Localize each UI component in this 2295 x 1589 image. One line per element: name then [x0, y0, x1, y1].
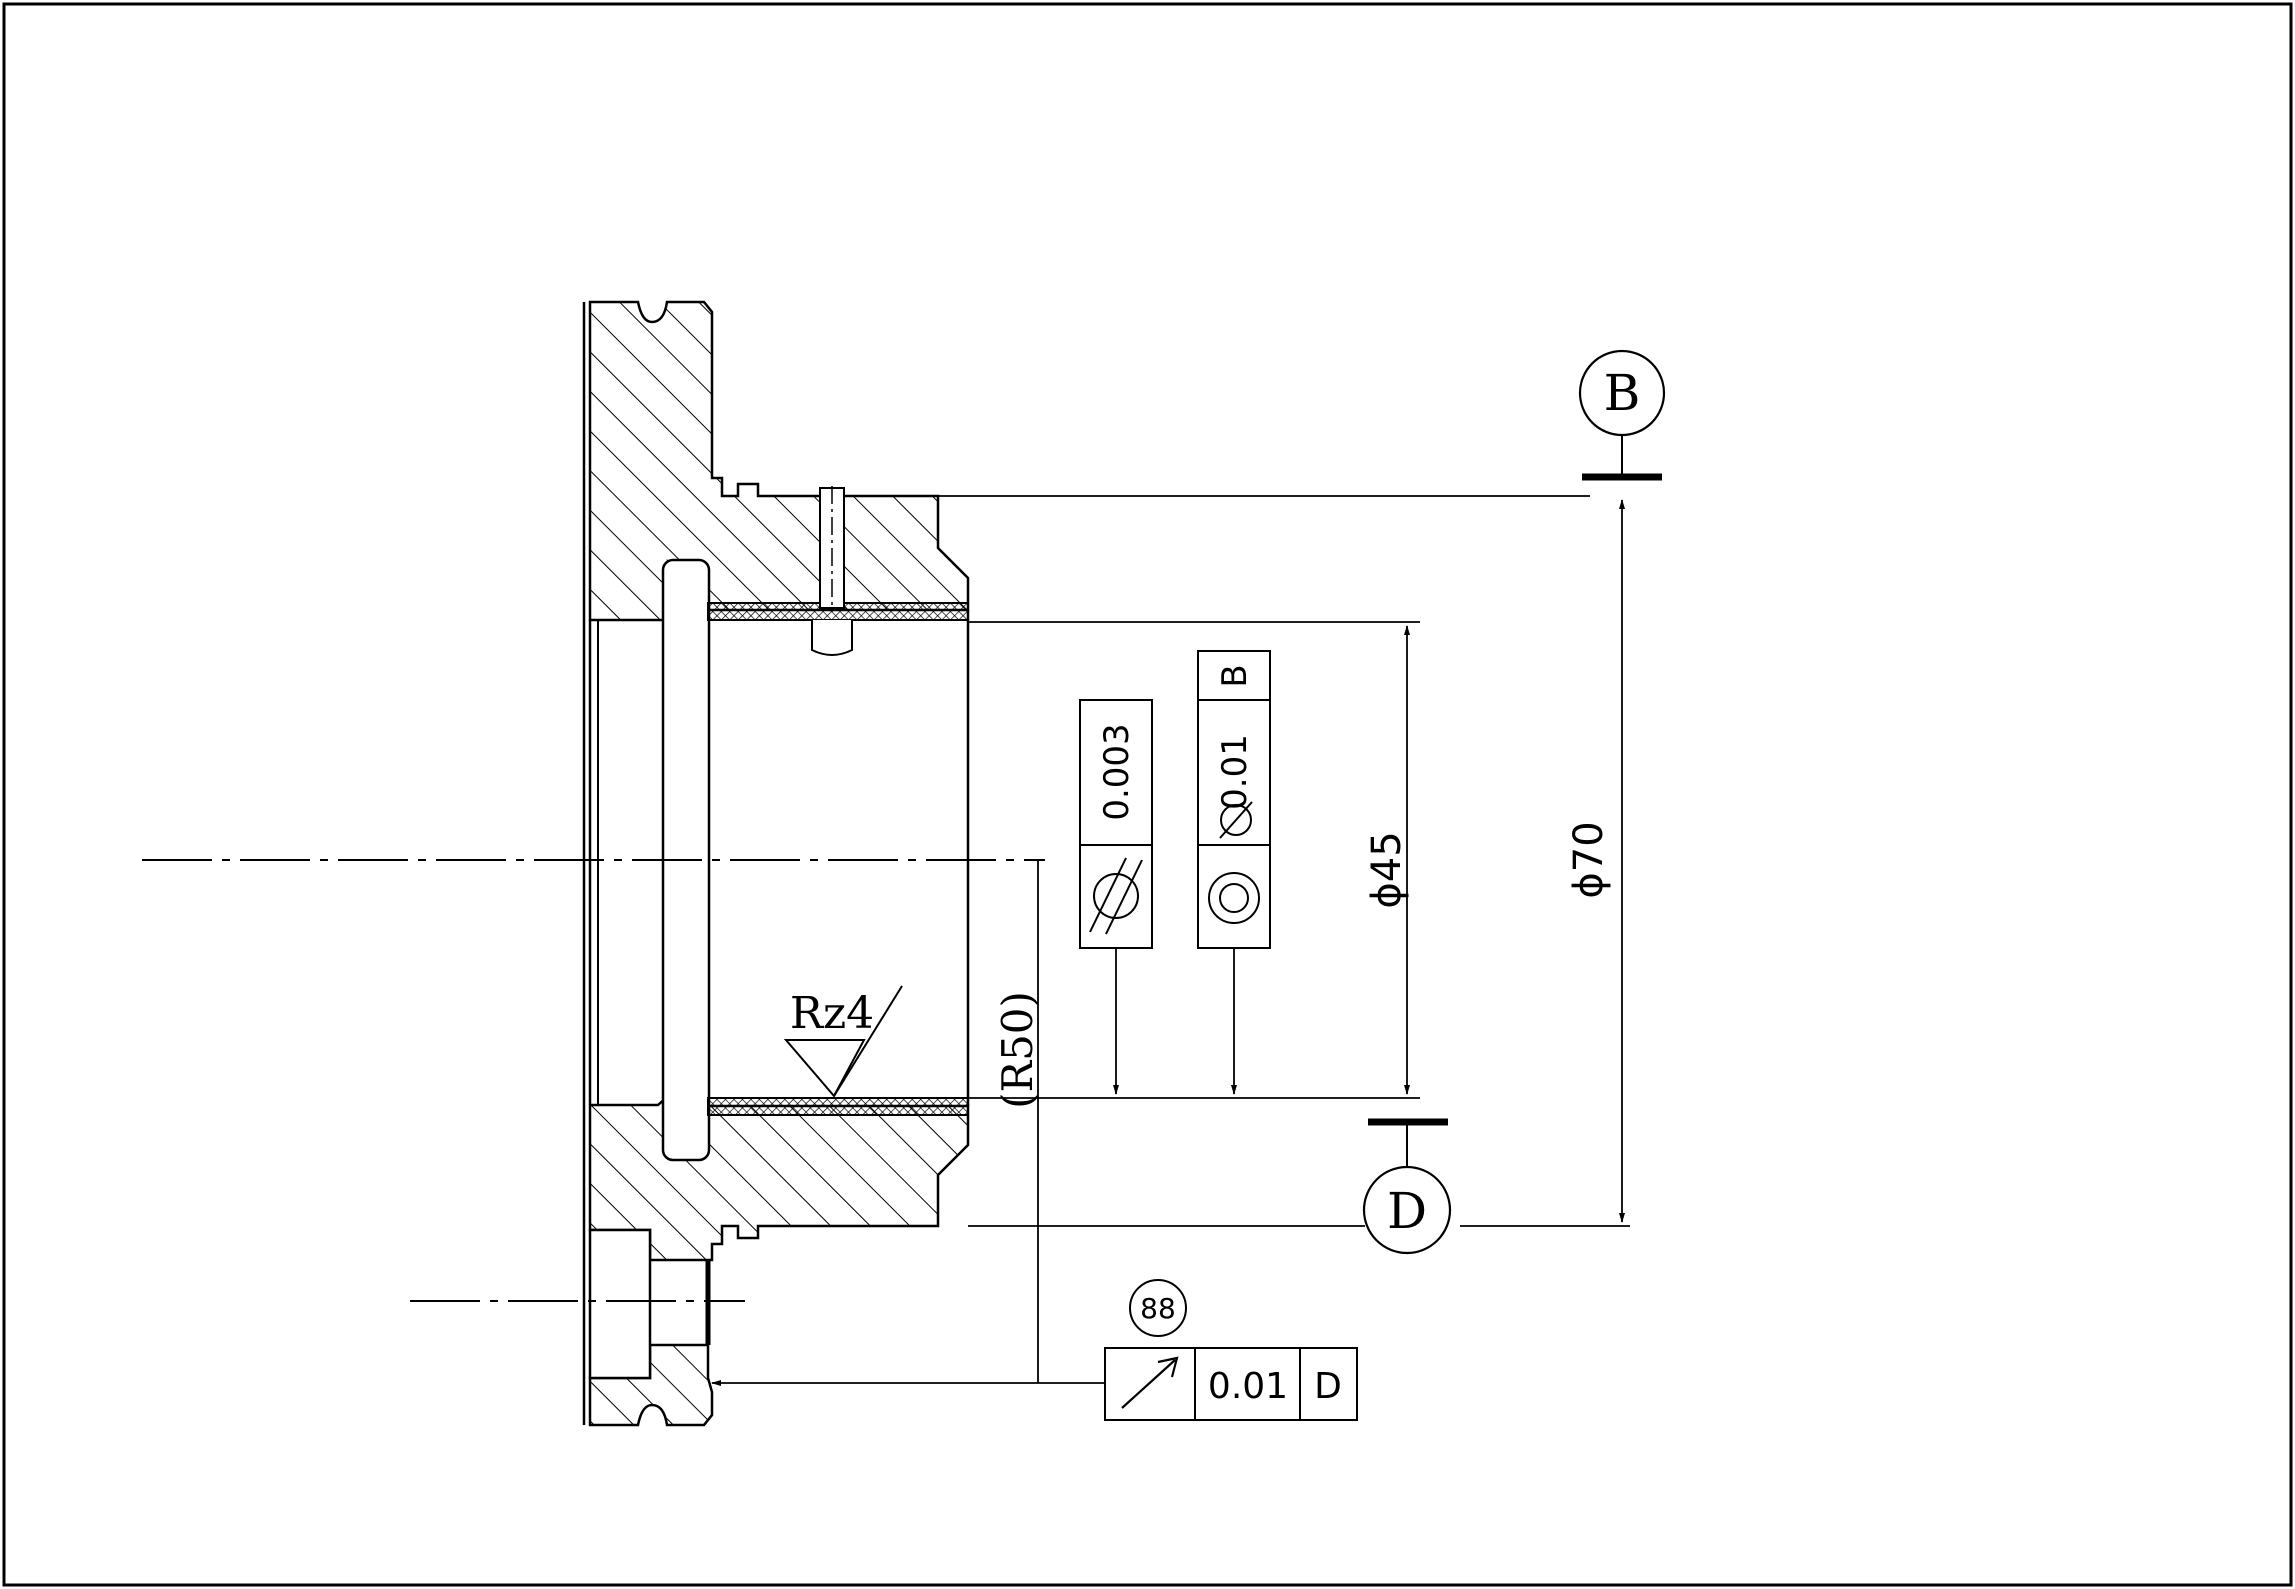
datum-b: B	[1578, 349, 1666, 481]
bushing-bottom	[707, 1097, 969, 1116]
radius-reference-label: (R50)	[993, 991, 1042, 1109]
fcf-concentricity-datum: B	[1215, 664, 1255, 687]
fcf-cylindricity-tolerance: 0.003	[1097, 723, 1137, 820]
datum-d-circle	[1362, 1165, 1452, 1255]
inspection-balloon-label: 88	[1140, 1292, 1176, 1325]
fcf-runout-tolerance: 0.01	[1208, 1366, 1288, 1407]
datum-d: D	[1362, 1118, 1452, 1255]
datum-b-label: B	[1604, 364, 1641, 422]
circular-runout-icon	[1121, 1356, 1179, 1409]
surface-finish-label: Rz4	[790, 988, 874, 1039]
concentricity-icon	[1208, 872, 1260, 924]
surface-finish-symbol: Rz4	[783, 985, 903, 1098]
dim-inner-diameter: ϕ45	[968, 621, 1420, 1099]
datum-d-label: D	[1387, 1182, 1427, 1240]
dim-outer-diameter: ϕ70	[938, 495, 1630, 1227]
dim-outer-diameter-label: ϕ70	[1566, 821, 1612, 898]
fcf-runout-datum: D	[1314, 1366, 1342, 1407]
dim-radius-reference: (R50)	[993, 860, 1042, 1383]
cylindricity-icon	[1089, 857, 1143, 935]
fcf-cylindricity: 0.003	[1079, 699, 1153, 1095]
diameter-icon	[1219, 801, 1253, 839]
bolt-lug-section	[588, 1343, 714, 1427]
fcf-concentricity: B 0.01	[1197, 650, 1271, 1095]
upper-flange-section	[588, 300, 970, 622]
dim-inner-diameter-label: ϕ45	[1364, 831, 1410, 908]
part-section	[582, 300, 970, 1427]
fcf-runout: 0.01 D 88	[711, 1279, 1358, 1421]
inspection-balloon	[1129, 1279, 1187, 1337]
fcf-concentricity-tolerance: 0.01	[1215, 734, 1255, 810]
bolt-hole	[588, 1228, 652, 1380]
